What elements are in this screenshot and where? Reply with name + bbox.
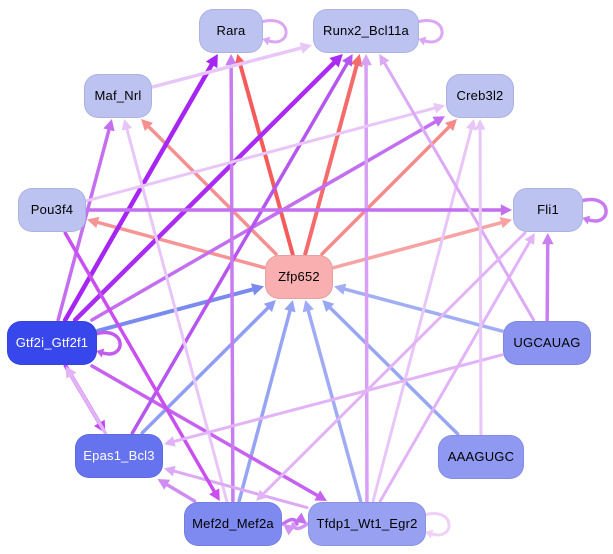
- edge-ugcauag-to-zfp652: [334, 283, 504, 333]
- edge-zfp652-to-maf-nrl: [141, 119, 278, 256]
- edge-pou3f4-to-creb3l2: [85, 102, 445, 203]
- node-fli1[interactable]: Fli1: [513, 188, 583, 232]
- node-runx2-bcl11a[interactable]: Runx2_Bcl11a: [313, 9, 419, 53]
- edge-zfp652-to-fli1: [332, 216, 512, 270]
- self-loop-tfdp1-wt1-egr2: [422, 512, 451, 539]
- edge-zfp652-to-runx2-bcl11a: [303, 54, 363, 256]
- edge-gtf2i-gtf2f1-to-creb3l2: [90, 116, 445, 322]
- node-ugcauag[interactable]: UGCAUAG: [503, 321, 591, 365]
- edge-epas1-bcl3-to-zfp652: [140, 300, 276, 435]
- edge-tfdp1-wt1-egr2-to-mef2d-mef2a: [283, 522, 309, 536]
- self-loop-runx2-bcl11a: [415, 19, 444, 46]
- node-pou3f4[interactable]: Pou3f4: [18, 188, 86, 232]
- node-zfp652[interactable]: Zfp652: [265, 255, 333, 299]
- edge-aaagugc-to-creb3l2: [474, 119, 486, 436]
- edge-tfdp1-wt1-egr2-to-fli1: [378, 233, 535, 503]
- node-creb3l2[interactable]: Creb3l2: [446, 74, 514, 118]
- edge-ugcauag-to-runx2-bcl11a: [379, 54, 536, 322]
- edge-pou3f4-to-mef2d-mef2a: [63, 231, 220, 501]
- node-rara[interactable]: Rara: [199, 9, 263, 53]
- node-gtf2i-gtf2f1[interactable]: Gtf2i_Gtf2f1: [7, 321, 97, 365]
- edge-gtf2i-gtf2f1-to-runx2-bcl11a: [72, 54, 343, 323]
- edge-ugcauag-to-fli1: [541, 233, 554, 322]
- edge-zfp652-to-creb3l2: [320, 119, 457, 256]
- node-epas1-bcl3[interactable]: Epas1_Bcl3: [75, 434, 163, 478]
- edge-tfdp1-wt1-egr2-to-runx2-bcl11a: [360, 54, 372, 503]
- edge-mef2d-mef2a-to-maf-nrl: [121, 119, 229, 503]
- edge-tfdp1-wt1-egr2-to-creb3l2: [371, 119, 477, 503]
- edge-ugcauag-to-epas1-bcl3: [164, 353, 504, 447]
- edge-maf-nrl-to-runx2-bcl11a: [151, 42, 312, 89]
- edge-aaagugc-to-zfp652: [322, 300, 460, 436]
- edge-gtf2i-gtf2f1-to-zfp652: [96, 283, 264, 333]
- edge-epas1-bcl3-to-runx2-bcl11a: [130, 54, 353, 435]
- node-tfdp1-wt1-egr2[interactable]: Tfdp1_Wt1_Egr2: [308, 502, 426, 546]
- node-mef2d-mef2a[interactable]: Mef2d_Mef2a: [184, 502, 282, 546]
- self-loop-fli1: [579, 197, 608, 225]
- edge-tfdp1-wt1-egr2-to-epas1-bcl3: [164, 465, 309, 510]
- edge-mef2d-mef2a-to-tfdp1-wt1-egr2: [281, 512, 307, 526]
- edge-mef2d-mef2a-to-zfp652: [237, 300, 296, 503]
- edge-mef2d-mef2a-to-rara: [225, 54, 237, 503]
- node-maf-nrl[interactable]: Maf_Nrl: [84, 74, 152, 118]
- edge-tfdp1-wt1-egr2-to-zfp652: [302, 300, 363, 503]
- edge-fli1-to-mef2d-mef2a: [256, 231, 527, 501]
- edge-zfp652-to-pou3f4: [87, 216, 266, 270]
- edge-epas1-bcl3-to-gtf2i-gtf2f1: [65, 366, 108, 435]
- edge-mef2d-mef2a-to-epas1-bcl3: [157, 479, 197, 503]
- edge-pou3f4-to-fli1: [85, 204, 512, 216]
- node-aaagugc[interactable]: AAAGUGC: [438, 435, 524, 479]
- self-loop-gtf2i-gtf2f1: [93, 330, 122, 358]
- self-loop-rara: [259, 19, 288, 46]
